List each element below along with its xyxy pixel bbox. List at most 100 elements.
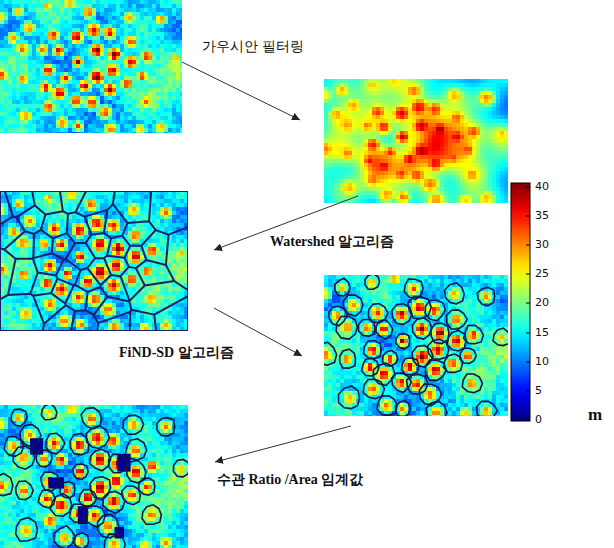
height-cell xyxy=(96,16,101,21)
height-cell xyxy=(100,68,105,73)
height-cell xyxy=(432,91,437,96)
height-cell xyxy=(132,128,137,133)
height-cell xyxy=(140,44,145,49)
height-cell xyxy=(132,16,137,21)
height-cell xyxy=(64,56,69,61)
height-cell xyxy=(372,103,377,108)
height-cell xyxy=(176,8,181,13)
height-cell xyxy=(484,103,489,108)
height-cell xyxy=(8,44,13,49)
height-cell xyxy=(8,80,13,85)
height-cell xyxy=(500,107,505,112)
height-cell xyxy=(432,103,437,108)
height-cell xyxy=(76,72,81,77)
height-cell xyxy=(336,107,341,112)
height-cell xyxy=(12,16,17,21)
height-cell xyxy=(44,96,49,101)
height-cell xyxy=(140,84,145,89)
height-cell xyxy=(0,76,5,81)
height-cell xyxy=(84,76,89,81)
height-cell xyxy=(132,100,137,105)
height-cell xyxy=(52,116,57,121)
height-cell xyxy=(172,32,177,37)
height-cell xyxy=(92,84,97,89)
height-cell xyxy=(464,107,469,112)
height-cell xyxy=(360,95,365,100)
height-cell xyxy=(360,79,365,84)
height-cell xyxy=(32,36,37,41)
height-cell xyxy=(0,48,5,53)
height-cell xyxy=(420,83,425,88)
height-cell xyxy=(0,128,5,133)
height-cell xyxy=(108,68,113,73)
height-cell xyxy=(0,40,5,45)
height-cell xyxy=(124,32,129,37)
height-cell xyxy=(80,96,85,101)
height-cell xyxy=(364,91,369,96)
height-cell xyxy=(52,120,57,125)
height-cell xyxy=(76,48,81,53)
height-cell xyxy=(164,16,169,21)
height-cell xyxy=(64,88,69,93)
height-cell xyxy=(348,99,353,104)
height-cell xyxy=(460,99,465,104)
height-cell xyxy=(392,99,397,104)
height-cell xyxy=(52,92,57,97)
height-cell xyxy=(76,88,81,93)
height-cell xyxy=(156,72,161,77)
height-cell xyxy=(12,112,17,117)
height-cell xyxy=(68,68,73,73)
height-cell xyxy=(92,92,97,97)
height-cell xyxy=(40,88,45,93)
height-cell xyxy=(116,20,121,25)
height-cell xyxy=(336,103,341,108)
height-cell xyxy=(464,79,469,84)
height-cell xyxy=(180,0,182,5)
height-cell xyxy=(380,91,385,96)
height-cell xyxy=(56,48,61,53)
height-cell xyxy=(176,100,181,105)
height-cell xyxy=(164,20,169,25)
height-cell xyxy=(504,83,508,88)
height-cell xyxy=(168,32,173,37)
height-cell xyxy=(92,128,97,133)
height-cell xyxy=(144,124,149,129)
height-cell xyxy=(384,103,389,108)
height-cell xyxy=(332,99,337,104)
height-cell xyxy=(164,120,169,125)
height-cell xyxy=(88,0,93,5)
height-cell xyxy=(408,99,413,104)
height-cell xyxy=(344,95,349,100)
height-cell xyxy=(440,111,445,116)
height-cell xyxy=(328,87,333,92)
height-cell xyxy=(68,128,73,133)
height-cell xyxy=(40,68,45,73)
height-cell xyxy=(356,87,361,92)
height-cell xyxy=(144,56,149,61)
height-cell xyxy=(164,52,169,57)
height-cell xyxy=(352,99,357,104)
height-cell xyxy=(180,72,182,77)
height-cell xyxy=(48,104,53,109)
height-cell xyxy=(32,92,37,97)
height-cell xyxy=(92,44,97,49)
height-cell xyxy=(160,16,165,21)
height-cell xyxy=(76,68,81,73)
height-cell xyxy=(416,107,421,112)
height-cell xyxy=(0,80,5,85)
height-cell xyxy=(20,4,25,9)
height-cell xyxy=(424,83,429,88)
height-cell xyxy=(60,44,65,49)
height-cell xyxy=(144,32,149,37)
height-cell xyxy=(504,87,508,92)
height-cell xyxy=(72,80,77,85)
height-cell xyxy=(160,96,165,101)
height-cell xyxy=(48,92,53,97)
height-cell xyxy=(20,72,25,77)
height-cell xyxy=(148,68,153,73)
height-cell xyxy=(104,52,109,57)
height-cell xyxy=(44,16,49,21)
height-cell xyxy=(36,64,41,69)
height-cell xyxy=(140,72,145,77)
height-cell xyxy=(20,0,25,5)
